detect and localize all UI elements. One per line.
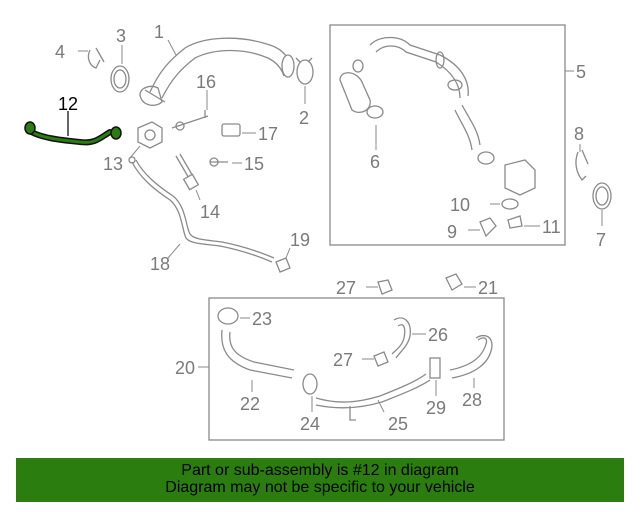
part-14-sensor[interactable] <box>175 153 200 191</box>
part-26-hose[interactable] <box>391 317 411 359</box>
callout-4: 4 <box>55 42 65 62</box>
callout-3: 3 <box>116 26 126 46</box>
part-4-clip[interactable] <box>87 47 105 69</box>
callout-21: 21 <box>478 278 498 298</box>
part-23-cap[interactable] <box>217 307 239 325</box>
callout-28: 28 <box>462 390 482 410</box>
callout-8: 8 <box>574 124 584 144</box>
part-9-valve[interactable] <box>479 217 497 238</box>
callout-2: 2 <box>299 108 309 128</box>
callout-10: 10 <box>450 195 470 215</box>
part-24-clamp[interactable] <box>302 373 318 395</box>
callout-27-top: 27 <box>336 278 356 298</box>
parts-diagram: 1 2 3 4 5 6 7 8 9 10 11 12 13 14 15 16 1… <box>24 22 612 441</box>
part-2-clamp[interactable] <box>295 57 314 85</box>
part-16-fitting[interactable] <box>171 110 209 131</box>
part-5-assembly[interactable] <box>339 36 536 196</box>
banner-line-2: Diagram may not be specific to your vehi… <box>165 479 475 496</box>
part-17-bracket[interactable] <box>221 123 241 137</box>
callout-16: 16 <box>196 72 216 92</box>
part-27-clip-top[interactable] <box>377 279 393 295</box>
part-19-clip[interactable] <box>275 257 291 273</box>
part-22-hose[interactable] <box>221 329 295 379</box>
callout-26: 26 <box>428 325 448 345</box>
callout-7: 7 <box>596 230 606 250</box>
part-12-hose-highlighted[interactable] <box>24 121 122 146</box>
callout-23: 23 <box>252 309 272 329</box>
callout-15: 15 <box>244 154 264 174</box>
callout-22: 22 <box>240 394 260 414</box>
part-27-clip-mid[interactable] <box>373 351 389 367</box>
callout-6: 6 <box>370 152 380 172</box>
callout-25: 25 <box>388 414 408 434</box>
part-3-clamp[interactable] <box>110 65 130 93</box>
part-15-bolt[interactable] <box>209 157 228 167</box>
part-25-pipe[interactable] <box>315 373 431 421</box>
group-box-20 <box>208 297 505 441</box>
callout-20: 20 <box>175 358 195 378</box>
callout-13: 13 <box>103 154 123 174</box>
part-7-clamp[interactable] <box>592 182 612 210</box>
part-10-oring[interactable] <box>501 198 519 210</box>
group-box-5 <box>329 24 566 246</box>
part-11-bracket[interactable] <box>507 215 523 229</box>
callout-12: 12 <box>58 94 78 114</box>
callout-1: 1 <box>154 22 164 42</box>
part-13-housing[interactable] <box>137 121 163 149</box>
callout-18: 18 <box>150 254 170 274</box>
callout-5: 5 <box>576 62 586 82</box>
part-29-bracket[interactable] <box>429 357 441 379</box>
callout-11: 11 <box>542 217 561 237</box>
callout-24: 24 <box>300 414 320 434</box>
part-21-clip[interactable] <box>445 273 463 291</box>
part-8-clip[interactable] <box>575 149 589 181</box>
callout-17: 17 <box>258 124 278 144</box>
part-18-tube[interactable] <box>128 156 275 263</box>
callout-14: 14 <box>200 202 220 222</box>
callout-29: 29 <box>426 398 446 418</box>
callout-27-mid: 27 <box>333 350 353 370</box>
banner-line-1: Part or sub-assembly is #12 in diagram <box>181 462 459 479</box>
part-28-hose[interactable] <box>449 334 493 379</box>
info-banner: Part or sub-assembly is #12 in diagram D… <box>16 458 624 502</box>
part-1-hose[interactable] <box>139 37 295 106</box>
callout-9: 9 <box>447 222 457 242</box>
callout-19: 19 <box>290 230 310 250</box>
